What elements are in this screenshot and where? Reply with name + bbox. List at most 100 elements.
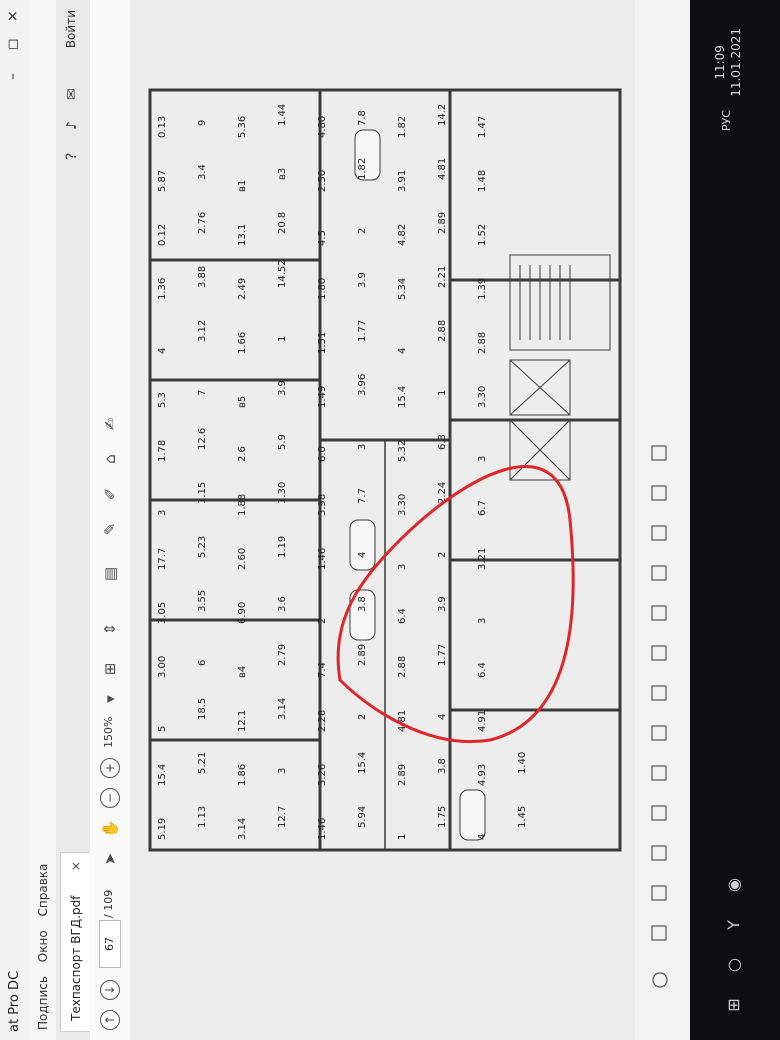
zoom-in-icon[interactable]: + [100, 758, 120, 778]
page-count: / 109 [102, 889, 115, 918]
zoom-dropdown-icon[interactable]: ▾ [101, 695, 119, 703]
plan-dimension-label: 3.88 [197, 266, 208, 288]
plan-dimension-label: 0.13 [157, 116, 168, 138]
plan-dimension-label: 3.14 [237, 818, 248, 840]
browser-icon[interactable]: Y [723, 920, 743, 930]
plan-dimension-label: 1 [277, 336, 288, 342]
plan-dimension-label: 6 [197, 660, 208, 666]
menu-item-window[interactable]: Окно [36, 930, 50, 963]
help-icon[interactable]: ? [64, 152, 80, 160]
plan-dimension-label: 3 [477, 618, 488, 624]
document-tab[interactable]: Техпаспорт ВГД.pdf × [60, 852, 90, 1032]
plan-dimension-label: 0.12 [157, 224, 168, 246]
plan-dimension-label: 1.44 [277, 104, 288, 126]
comment-icon[interactable]: ▤ [101, 566, 119, 582]
plan-dimension-label: 3.98 [317, 494, 328, 516]
zoom-out-icon[interactable]: − [100, 788, 120, 808]
zoom-level[interactable]: 150% [102, 716, 115, 748]
plan-dimension-label: 1.46 [317, 548, 328, 570]
plan-dimension-label: 2.79 [277, 644, 288, 666]
page-number-input[interactable]: 67 [99, 920, 121, 968]
windows-taskbar: ⊞ ○ Y ◉ РУС 11:09 11.01.2021 [690, 0, 780, 1040]
plan-dimension-label: 6.4 [477, 662, 488, 678]
plan-dimension-label: 5.36 [237, 116, 248, 138]
plan-dimension-label: 3.21 [477, 548, 488, 570]
plan-dimension-label: 4.5 [317, 230, 328, 246]
menu-item-help[interactable]: Справка [36, 863, 50, 917]
plan-dimension-label: 6.90 [237, 602, 248, 624]
plan-dimension-label: 1.39 [477, 278, 488, 300]
clock[interactable]: 11:09 11.01.2021 [712, 28, 744, 97]
plan-dimension-label: 14.2 [437, 104, 448, 126]
fit-page-icon[interactable]: ⊞ [101, 662, 119, 676]
plan-dimension-label: 15.4 [397, 386, 408, 408]
plan-dimension-label: 1.82 [357, 158, 368, 180]
clock-date: 11.01.2021 [729, 28, 743, 97]
plan-dimension-label: 4.82 [397, 224, 408, 246]
plan-dimension-label: 1.13 [197, 806, 208, 828]
floor-plan: 5.1915.453.003.0517.731.785.341.360.125.… [130, 0, 690, 1040]
select-cursor-icon[interactable]: ➤ [101, 852, 119, 866]
plan-dimension-label: 20.8 [277, 212, 288, 234]
plan-dimension-label: 12.1 [237, 710, 248, 732]
app-icon[interactable]: ◉ [723, 878, 743, 892]
bell-icon[interactable]: ♪ [64, 121, 80, 130]
plan-dimension-label: 4 [397, 348, 408, 354]
plan-dimension-label: 1.47 [477, 116, 488, 138]
search-icon[interactable]: ○ [723, 958, 743, 972]
scroll-mode-icon[interactable]: ⇕ [101, 622, 119, 636]
plan-dimension-label: 4.80 [317, 116, 328, 138]
plan-dimension-label: 6.4 [397, 608, 408, 624]
hand-tool-icon[interactable]: ✋ [101, 819, 119, 839]
plan-dimension-label: 2.89 [357, 644, 368, 666]
plan-dimension-label: 3.30 [477, 386, 488, 408]
mail-icon[interactable]: ✉ [64, 88, 80, 100]
login-button[interactable]: Войти [64, 10, 78, 49]
plan-dimension-label: 5.19 [157, 818, 168, 840]
close-tab-icon[interactable]: × [69, 861, 83, 872]
minimize-button[interactable]: – [5, 73, 21, 80]
next-page-icon[interactable]: ↓ [100, 980, 120, 1000]
plan-dimension-label: 2.24 [437, 482, 448, 504]
plan-dimension-label: 3.9 [357, 272, 368, 288]
plan-dimension-label: 2 [317, 618, 328, 624]
start-icon[interactable]: ⊞ [723, 998, 743, 1012]
plan-dimension-label: 5.3 [157, 392, 168, 408]
plan-dimension-label: 5.94 [357, 806, 368, 828]
menu-item-sign[interactable]: Подпись [36, 976, 50, 1030]
plan-dimension-label: 4 [437, 714, 448, 720]
plan-dimension-label: 3 [157, 510, 168, 516]
plan-dimension-label: 4.93 [477, 764, 488, 786]
plan-dimension-label: 2 [357, 228, 368, 234]
plan-dimension-label: 3.00 [157, 656, 168, 678]
plan-dimension-label: 3 [397, 564, 408, 570]
plan-dimension-label: 2.21 [437, 266, 448, 288]
maximize-button[interactable]: ◻ [5, 38, 21, 50]
prev-page-icon[interactable]: ↑ [100, 1010, 120, 1030]
plan-dimension-label: 1.30 [277, 482, 288, 504]
plan-dimension-label: 1.46 [317, 818, 328, 840]
plan-dimension-label: 2.60 [237, 548, 248, 570]
plan-dimension-label: 2.6 [237, 446, 248, 462]
close-window-button[interactable]: × [5, 10, 21, 22]
plan-dimension-label: 3.26 [317, 764, 328, 786]
draw-icon[interactable]: ✐ [101, 487, 119, 501]
plan-dimension-label: 1.75 [437, 806, 448, 828]
plan-dimension-label: 1.15 [197, 482, 208, 504]
stamp-icon[interactable]: ⌂ [101, 454, 119, 464]
plan-dimension-label: 2.49 [237, 278, 248, 300]
sign-icon[interactable]: ✍ [101, 417, 119, 431]
plan-dimension-label: 5.34 [397, 278, 408, 300]
plan-dimension-label: в4 [237, 666, 248, 678]
plan-dimension-label: 14.52 [277, 259, 288, 288]
plan-dimension-label: 3.8 [357, 596, 368, 612]
plan-dimension-label: 1.51 [317, 332, 328, 354]
plan-dimension-label: 3.4 [197, 164, 208, 180]
plan-dimension-label: 1.82 [397, 116, 408, 138]
highlight-pen-icon[interactable]: ✎ [101, 522, 119, 536]
plan-dimension-label: 3.05 [157, 602, 168, 624]
plan-dimension-label: 1.78 [157, 440, 168, 462]
language-indicator[interactable]: РУС [720, 110, 733, 132]
